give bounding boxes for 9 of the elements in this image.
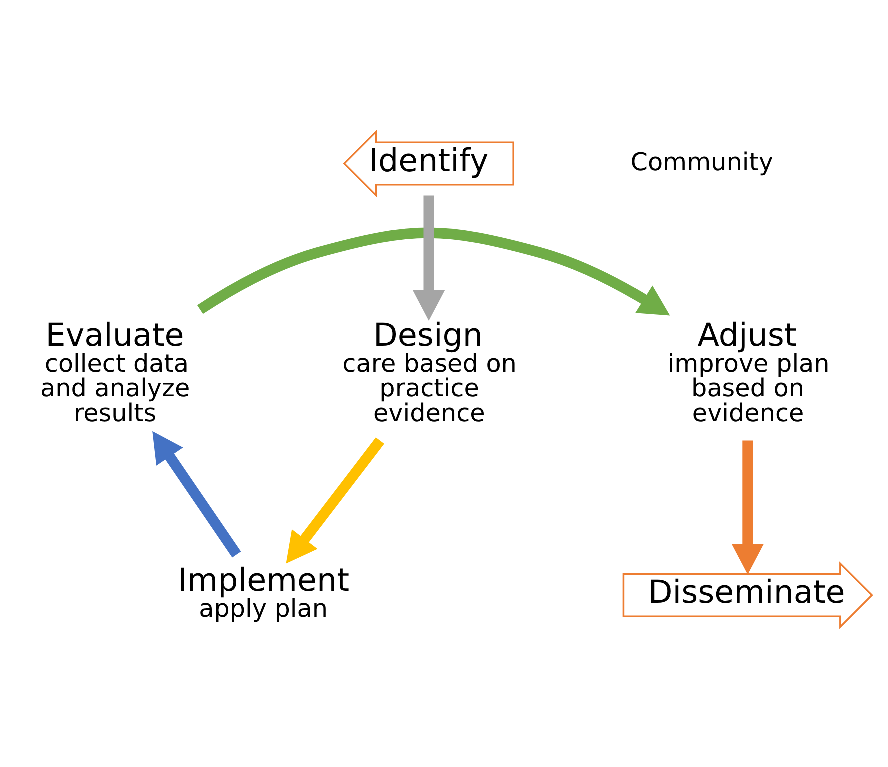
arrow: [732, 440, 764, 574]
arrow: [286, 437, 384, 564]
label: Community: [630, 146, 774, 176]
node-text: Evaluate collect data and analyze results: [40, 317, 190, 427]
arrow: [152, 430, 242, 558]
arrow: [197, 227, 670, 316]
node-text: Implement apply plan: [178, 562, 350, 622]
node-text: Design care based on practice evidence: [342, 317, 517, 427]
node-text: Adjust improve plan based on evidence: [668, 317, 830, 427]
